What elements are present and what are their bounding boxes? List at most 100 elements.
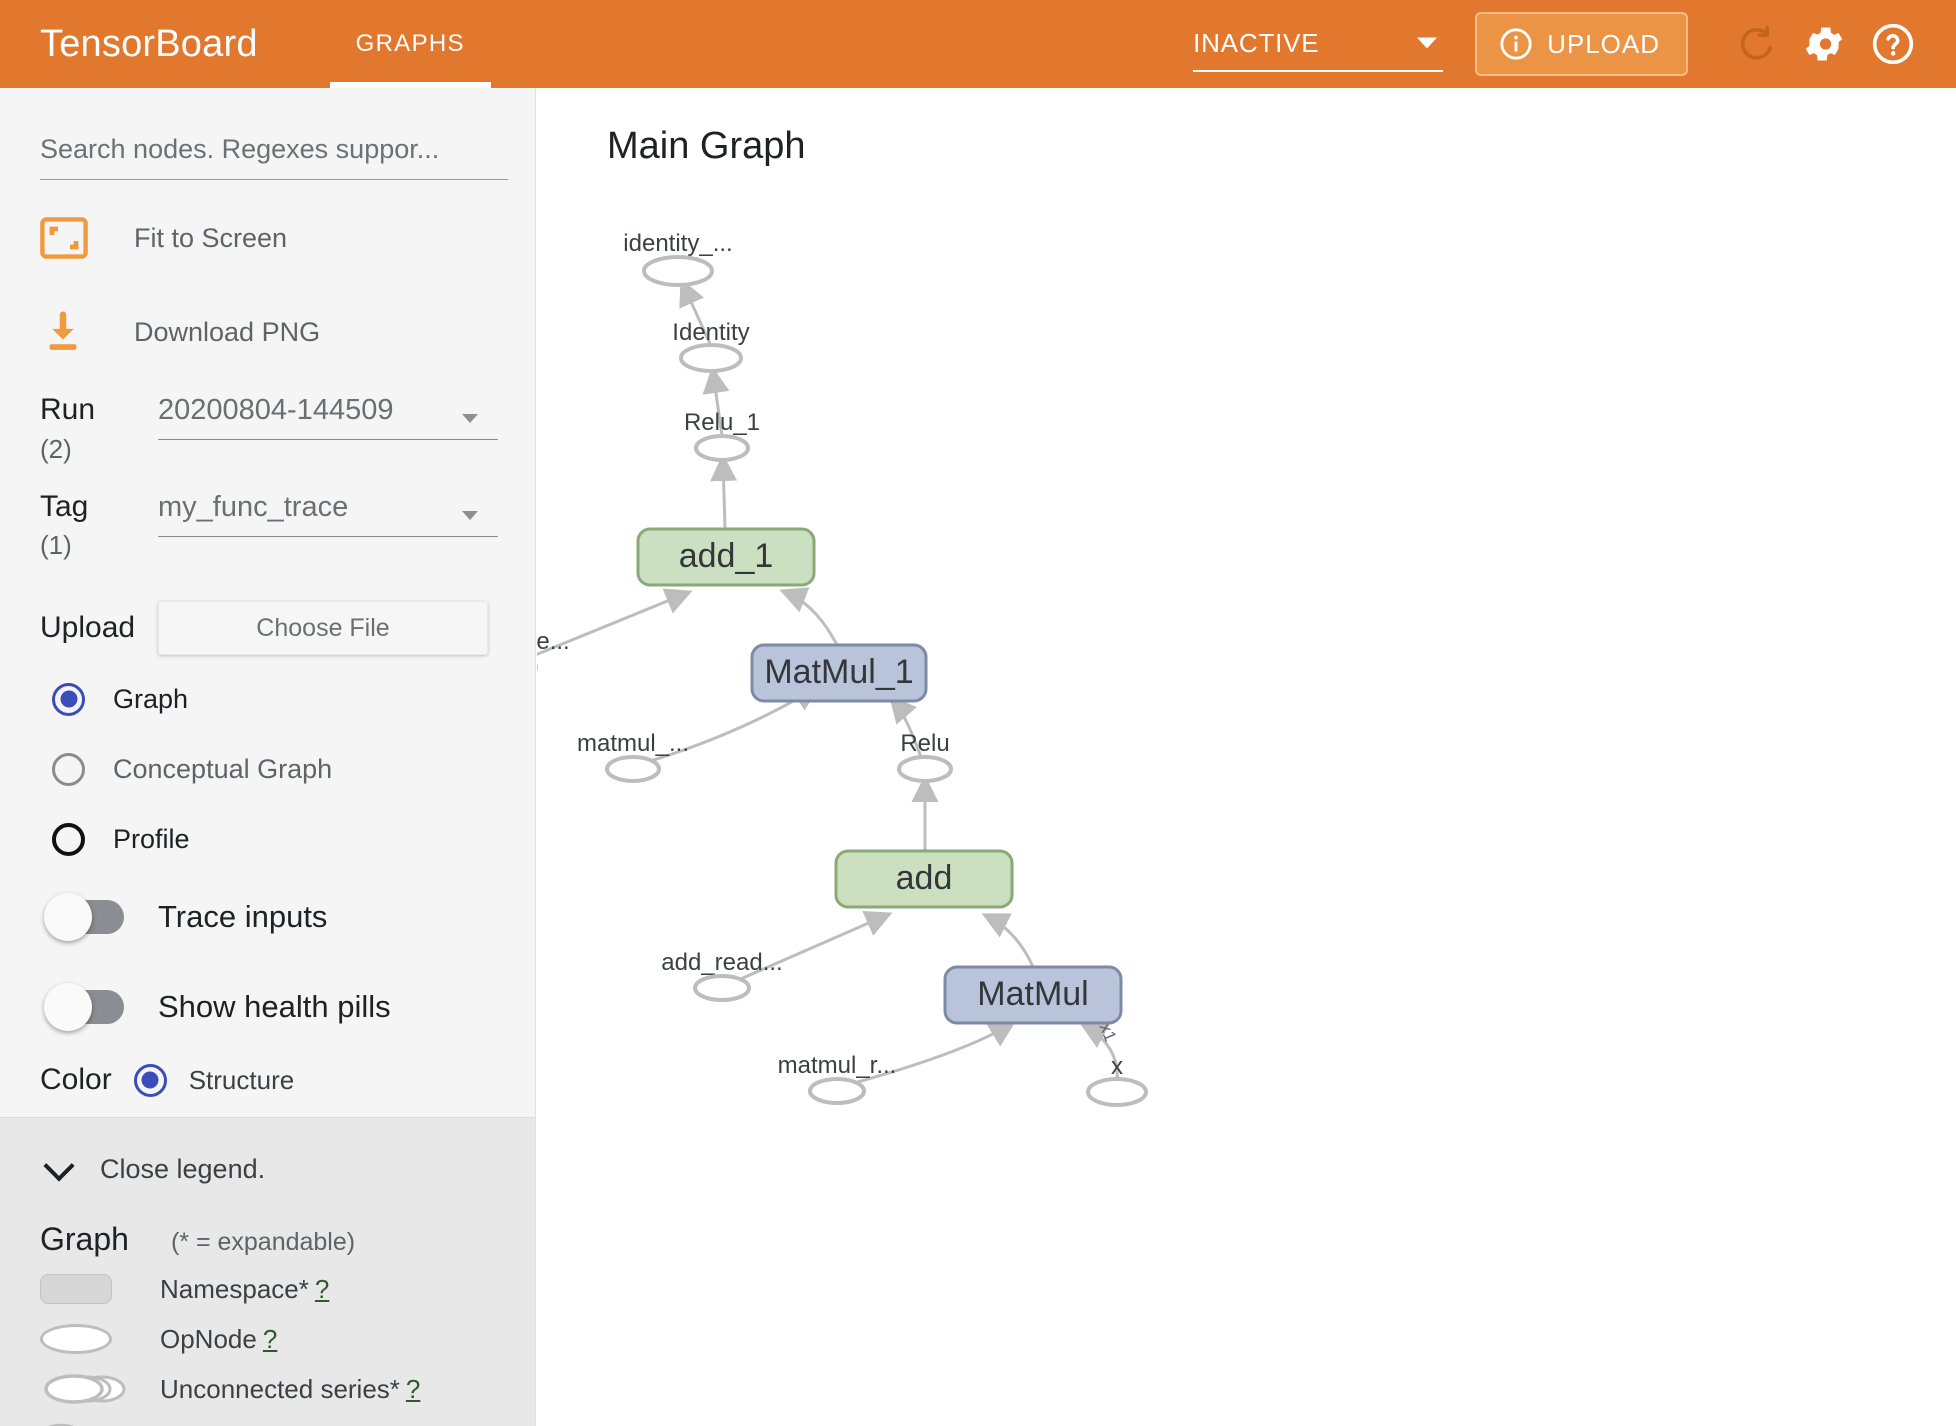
node-add-1[interactable]: add_1 (636, 527, 816, 587)
chevron-down-icon (462, 414, 478, 423)
connected-series-icon (40, 1420, 160, 1426)
fit-to-screen-label: Fit to Screen (134, 222, 288, 253)
radio-profile-indicator (52, 822, 85, 856)
close-legend-label: Close legend. (100, 1154, 266, 1184)
node-relu[interactable]: Relu (897, 730, 953, 783)
color-label: Color (40, 1063, 112, 1096)
node-label: add_1_re... (537, 628, 570, 655)
node-label: add_1 (679, 537, 774, 575)
node-matmul-read[interactable]: matmul_r... (778, 1052, 897, 1105)
graph-namespace-nodes[interactable]: add_1 MatMul_1 add MatMul (636, 527, 1123, 1025)
node-identity-out[interactable]: identity_... (623, 230, 733, 287)
header-actions: INACTIVE UPLOAD (1193, 12, 1956, 76)
help-icon[interactable] (1864, 15, 1922, 73)
app-header: TensorBoard GRAPHS INACTIVE UPLOAD (0, 0, 1956, 88)
node-add[interactable]: add (834, 849, 1014, 909)
node-x[interactable]: x (1086, 1053, 1148, 1107)
node-add-read[interactable]: add_read... (661, 949, 783, 1002)
gear-icon[interactable] (1796, 15, 1854, 73)
edge-identity-to-identity-out (679, 278, 713, 347)
radio-profile-label: Profile (113, 823, 190, 854)
node-matmul-1[interactable]: MatMul_1 (750, 643, 928, 703)
radio-graph-indicator (52, 682, 85, 716)
radio-structure-indicator[interactable] (133, 1063, 167, 1097)
edge-x-to-matmul (1079, 1023, 1119, 1081)
search-container (40, 88, 508, 180)
nav-tabs: GRAPHS (329, 0, 491, 88)
edge-add1-to-relu1 (710, 454, 738, 530)
opnode-icon (40, 1324, 160, 1354)
download-png-label: Download PNG (134, 316, 321, 347)
radio-conceptual-graph[interactable]: Conceptual Graph (40, 743, 495, 795)
graph-canvas[interactable]: Main Graph (537, 88, 1956, 1426)
legend-label-unconnected-series: Unconnected series* (160, 1373, 400, 1404)
help-link[interactable]: ? (405, 1373, 421, 1404)
fit-to-screen-button[interactable]: Fit to Screen (40, 202, 495, 274)
legend-panel: Close legend. Graph (* = expandable) Nam… (0, 1117, 535, 1426)
radio-conceptual-graph-label: Conceptual Graph (113, 753, 333, 784)
radio-graph[interactable]: Graph (40, 673, 495, 725)
refresh-icon[interactable] (1728, 15, 1786, 73)
run-status-label: INACTIVE (1193, 27, 1320, 58)
search-input[interactable] (40, 134, 508, 180)
sidebar: Fit to Screen Download PNG Run (2) (0, 88, 536, 1426)
trace-inputs-label: Trace inputs (158, 899, 328, 934)
help-link[interactable]: ? (378, 1424, 392, 1426)
app-brand: TensorBoard (40, 22, 258, 65)
namespace-icon (40, 1274, 160, 1304)
node-identity[interactable]: Identity (672, 319, 750, 373)
radio-profile[interactable]: Profile (40, 813, 495, 865)
node-matmul-1-read[interactable]: matmul_... (577, 730, 689, 783)
run-status-select[interactable]: INACTIVE (1193, 16, 1444, 72)
node-label: Relu_1 (684, 409, 760, 436)
node-label: MatMul (977, 975, 1088, 1013)
node-label: Identity (672, 319, 749, 346)
trace-inputs-switch[interactable] (44, 893, 124, 941)
legend-item-namespace: Namespace*? (40, 1270, 495, 1308)
chevron-down-icon (43, 1149, 75, 1182)
toggle-trace-inputs[interactable]: Trace inputs (40, 879, 495, 955)
graph-svg[interactable]: identity_... Identity Relu_1 add_1_re...… (537, 88, 1956, 1426)
node-label: add_read... (661, 949, 782, 976)
tab-graphs[interactable]: GRAPHS (329, 0, 491, 88)
tag-label-group: Tag (1) (40, 490, 158, 562)
node-label: Relu (900, 730, 949, 757)
unconnected-series-icon (40, 1371, 160, 1407)
edge-matmul1-to-add1 (779, 587, 839, 646)
download-png-button[interactable]: Download PNG (40, 296, 495, 368)
legend-title: Graph (40, 1221, 129, 1257)
legend-item-unconnected-series: Unconnected series*? (40, 1370, 495, 1408)
run-label-group: Run (2) (40, 394, 158, 465)
tag-value[interactable]: my_func_trace (158, 491, 498, 537)
node-label: add (896, 859, 953, 897)
radio-conceptual-graph-indicator (52, 752, 85, 786)
chevron-down-icon (462, 510, 478, 520)
node-relu-1[interactable]: Relu_1 (684, 409, 760, 462)
node-label: matmul_... (577, 730, 689, 757)
node-label: identity_... (623, 230, 732, 257)
node-add-1-read[interactable]: add_1_re... (537, 628, 570, 679)
edge-relu-to-matmul1 (889, 695, 923, 758)
tag-count: (1) (40, 530, 72, 560)
node-label: x (1111, 1053, 1123, 1080)
run-value[interactable]: 20200804-144509 (158, 394, 498, 440)
page-title: Main Graph (607, 125, 806, 167)
close-legend-button[interactable]: Close legend. (40, 1149, 495, 1185)
choose-file-button[interactable]: Choose File (158, 601, 488, 655)
node-label: MatMul_1 (764, 653, 913, 691)
graph-op-nodes[interactable]: identity_... Identity Relu_1 add_1_re...… (537, 230, 1148, 1107)
toggle-show-health-pills[interactable]: Show health pills (40, 969, 495, 1045)
chevron-down-icon (1417, 37, 1438, 49)
info-icon (1499, 27, 1533, 61)
show-health-pills-switch[interactable] (44, 983, 124, 1031)
run-count: (2) (40, 433, 72, 464)
help-link[interactable]: ? (262, 1323, 278, 1354)
legend-item-opnode: OpNode? (40, 1320, 495, 1358)
node-matmul[interactable]: MatMul (943, 965, 1123, 1025)
edge-matmulread2-to-matmul (850, 1020, 1017, 1086)
upload-button[interactable]: UPLOAD (1475, 12, 1688, 76)
legend-label-connected-series: Connected series* (160, 1424, 372, 1426)
radio-graph-label: Graph (113, 683, 189, 714)
edge-relu1-to-identity (702, 366, 730, 437)
help-link[interactable]: ? (314, 1273, 330, 1304)
